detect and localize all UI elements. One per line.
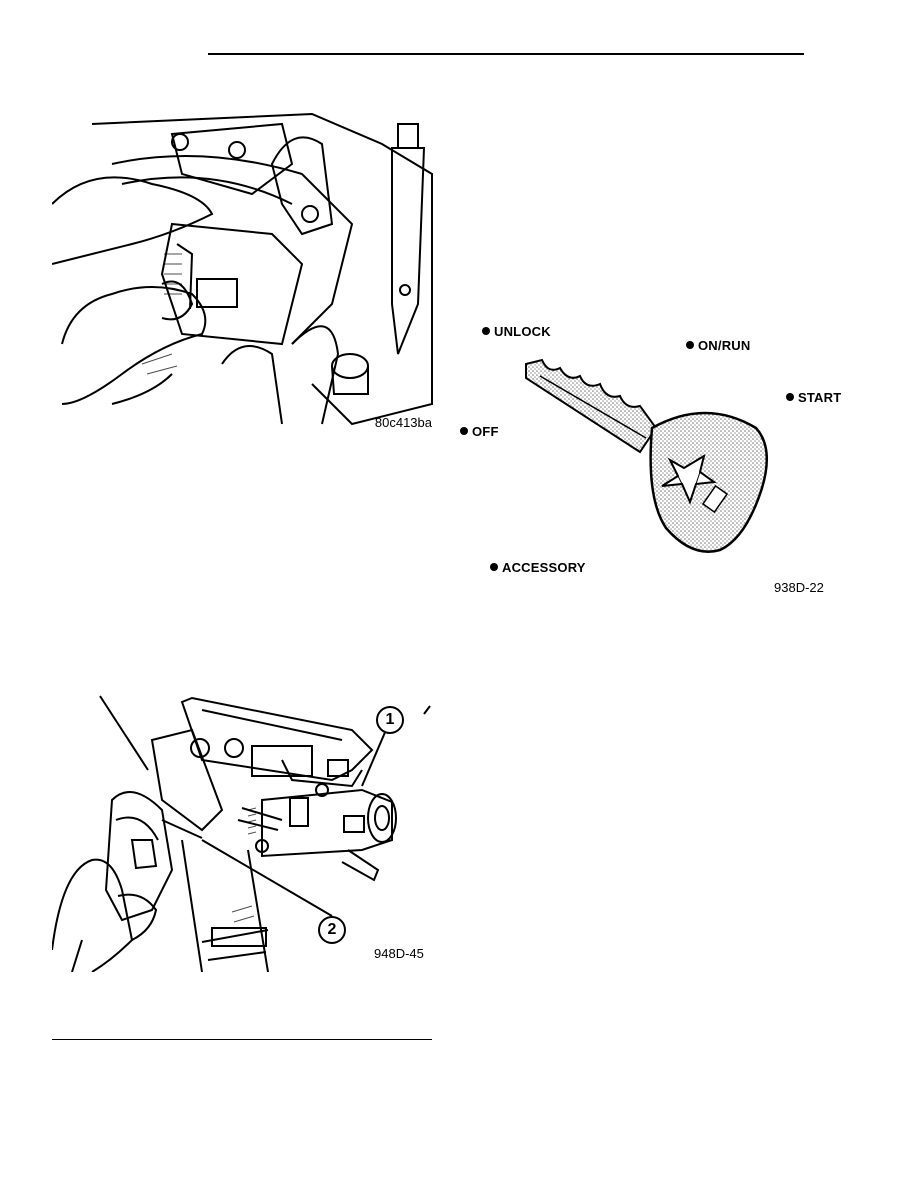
key-position-unlock: UNLOCK bbox=[482, 324, 551, 339]
figure-key-positions: UNLOCK ON/RUN START OFF ACCESSORY 938D-2… bbox=[456, 318, 841, 598]
bullet-icon bbox=[460, 427, 468, 435]
callout-1: 1 bbox=[376, 706, 404, 734]
bullet-icon bbox=[786, 393, 794, 401]
bullet-icon bbox=[686, 341, 694, 349]
figure-lock-housing: 1 2 948D-45 bbox=[52, 690, 438, 972]
key-position-accessory: ACCESSORY bbox=[490, 560, 586, 575]
bullet-icon bbox=[482, 327, 490, 335]
header-rule bbox=[208, 53, 804, 55]
figure-id-label: 948D-45 bbox=[374, 946, 424, 961]
figure-id-label: 80c413ba bbox=[374, 415, 432, 430]
key-position-start: START bbox=[786, 390, 841, 405]
bullet-icon bbox=[490, 563, 498, 571]
key-position-on-run: ON/RUN bbox=[686, 338, 750, 353]
key-position-off: OFF bbox=[460, 424, 499, 439]
figure-id-label: 938D-22 bbox=[774, 580, 824, 595]
callout-2: 2 bbox=[318, 916, 346, 944]
lock-housing-illustration bbox=[52, 695, 431, 972]
ignition-key-illustration bbox=[525, 358, 768, 553]
switch-removal-illustration bbox=[52, 112, 433, 426]
figure-switch-removal: 80c413ba bbox=[52, 104, 436, 432]
footer-rule bbox=[52, 1039, 432, 1040]
